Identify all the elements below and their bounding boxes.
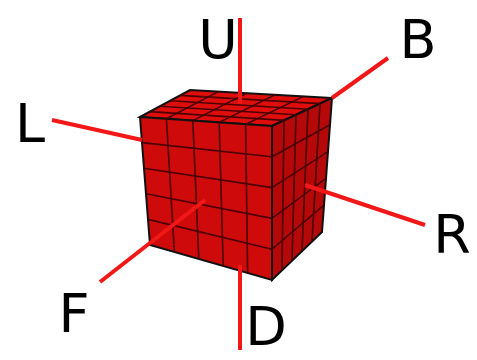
axis-label: R: [433, 208, 471, 262]
axis-label: U: [198, 13, 238, 67]
axis-line: [238, 265, 242, 350]
axis-label: L: [15, 97, 45, 151]
grid-line: [312, 104, 320, 242]
grid-line: [180, 95, 320, 103]
axis-label: F: [58, 287, 89, 341]
axis-line: [238, 18, 242, 104]
axis-label: D: [245, 300, 287, 354]
grid-line: [272, 205, 324, 249]
grid-line: [282, 120, 284, 270]
grid-line: [246, 96, 304, 124]
axis-line: [52, 120, 142, 140]
grid-line: [142, 143, 272, 157]
axis-line: [332, 58, 388, 98]
grid-line: [148, 219, 272, 249]
grid-line: [219, 122, 223, 266]
axis-line: [305, 185, 425, 225]
axis-line: [100, 200, 205, 282]
cube-grid: [142, 92, 330, 273]
grid-line: [166, 119, 174, 252]
grid-line: [302, 109, 308, 251]
grid-line: [193, 121, 199, 259]
grid-line: [292, 115, 296, 261]
axis-label: B: [399, 13, 436, 67]
grid-line: [272, 125, 330, 157]
cube-front-face: [140, 117, 272, 280]
axis-lines: [52, 18, 425, 350]
grid-line: [144, 168, 272, 187]
grid-line: [272, 178, 326, 218]
grid-line: [146, 194, 272, 219]
grid-line: [246, 124, 248, 273]
